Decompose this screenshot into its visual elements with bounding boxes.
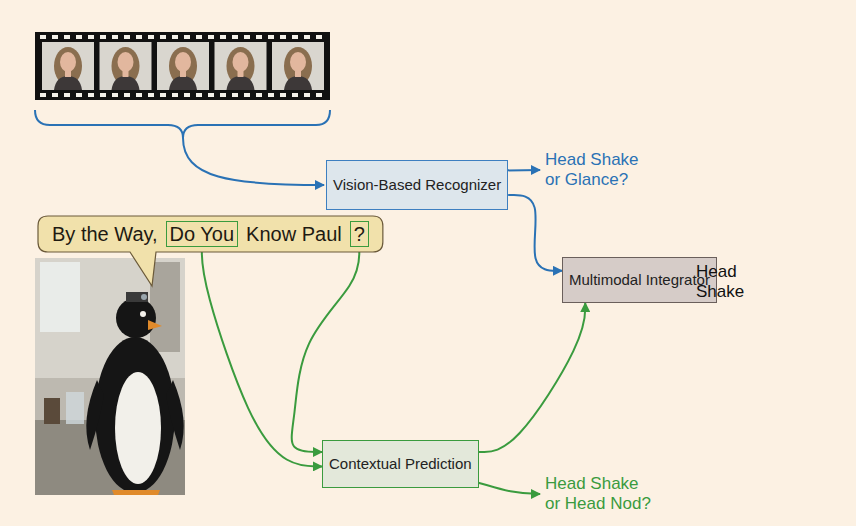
connector-arrow — [479, 303, 586, 452]
node-text: Contextual Prediction — [329, 455, 472, 473]
node-text: Know Paul — [246, 222, 342, 246]
label-text: Head Shake or Head Nod? — [545, 474, 651, 513]
robot-flipper — [86, 380, 104, 450]
robot-flipper — [166, 380, 184, 450]
photo-background — [35, 258, 185, 495]
output-label: Head Shake or Head Nod? — [545, 474, 655, 514]
highlight-box: Do You — [166, 221, 239, 247]
process-box: Contextual Prediction — [322, 440, 479, 488]
film-strip — [35, 32, 330, 100]
video-frame — [42, 42, 94, 90]
node-text: Multimodal Integrator — [569, 271, 710, 289]
process-box: Multimodal Integrator — [562, 257, 717, 303]
flow-arrow — [183, 138, 324, 185]
connector-arrow — [508, 195, 562, 271]
label-text: Head Shake — [696, 262, 744, 301]
film-base — [35, 32, 330, 100]
cup — [44, 398, 60, 424]
node-text: Do You — [170, 223, 235, 245]
video-frame — [272, 42, 324, 90]
cabinet — [150, 262, 180, 352]
video-frame — [100, 42, 152, 90]
robot-feet — [112, 490, 160, 495]
jar — [66, 392, 84, 424]
label-text: Head Shake or Glance? — [545, 150, 639, 189]
node-text: Vision-Based Recognizer — [333, 176, 501, 194]
output-label: Head Shake or Glance? — [545, 150, 655, 190]
process-box: Vision-Based Recognizer — [326, 160, 508, 210]
video-frame — [215, 42, 267, 90]
robot-body — [95, 337, 175, 493]
window — [40, 262, 80, 332]
camera-lens — [141, 294, 147, 300]
connector-arrow — [292, 247, 360, 452]
robot-photo — [35, 258, 185, 495]
node-text: By the Way, — [52, 222, 158, 246]
robot-beak — [148, 320, 162, 330]
video-frame — [157, 42, 209, 90]
robot-belly — [115, 372, 161, 484]
node-text: ? — [354, 223, 365, 245]
robot-eye — [140, 311, 146, 317]
speech-bubble: By the Way, Know Paul Do You? — [38, 216, 383, 252]
output-label: Head Shake — [696, 262, 760, 302]
highlight-box: ? — [350, 221, 369, 247]
bubble-shape — [38, 216, 383, 286]
robot-camera — [126, 292, 148, 302]
brace — [35, 110, 330, 138]
robot-head — [116, 298, 156, 338]
